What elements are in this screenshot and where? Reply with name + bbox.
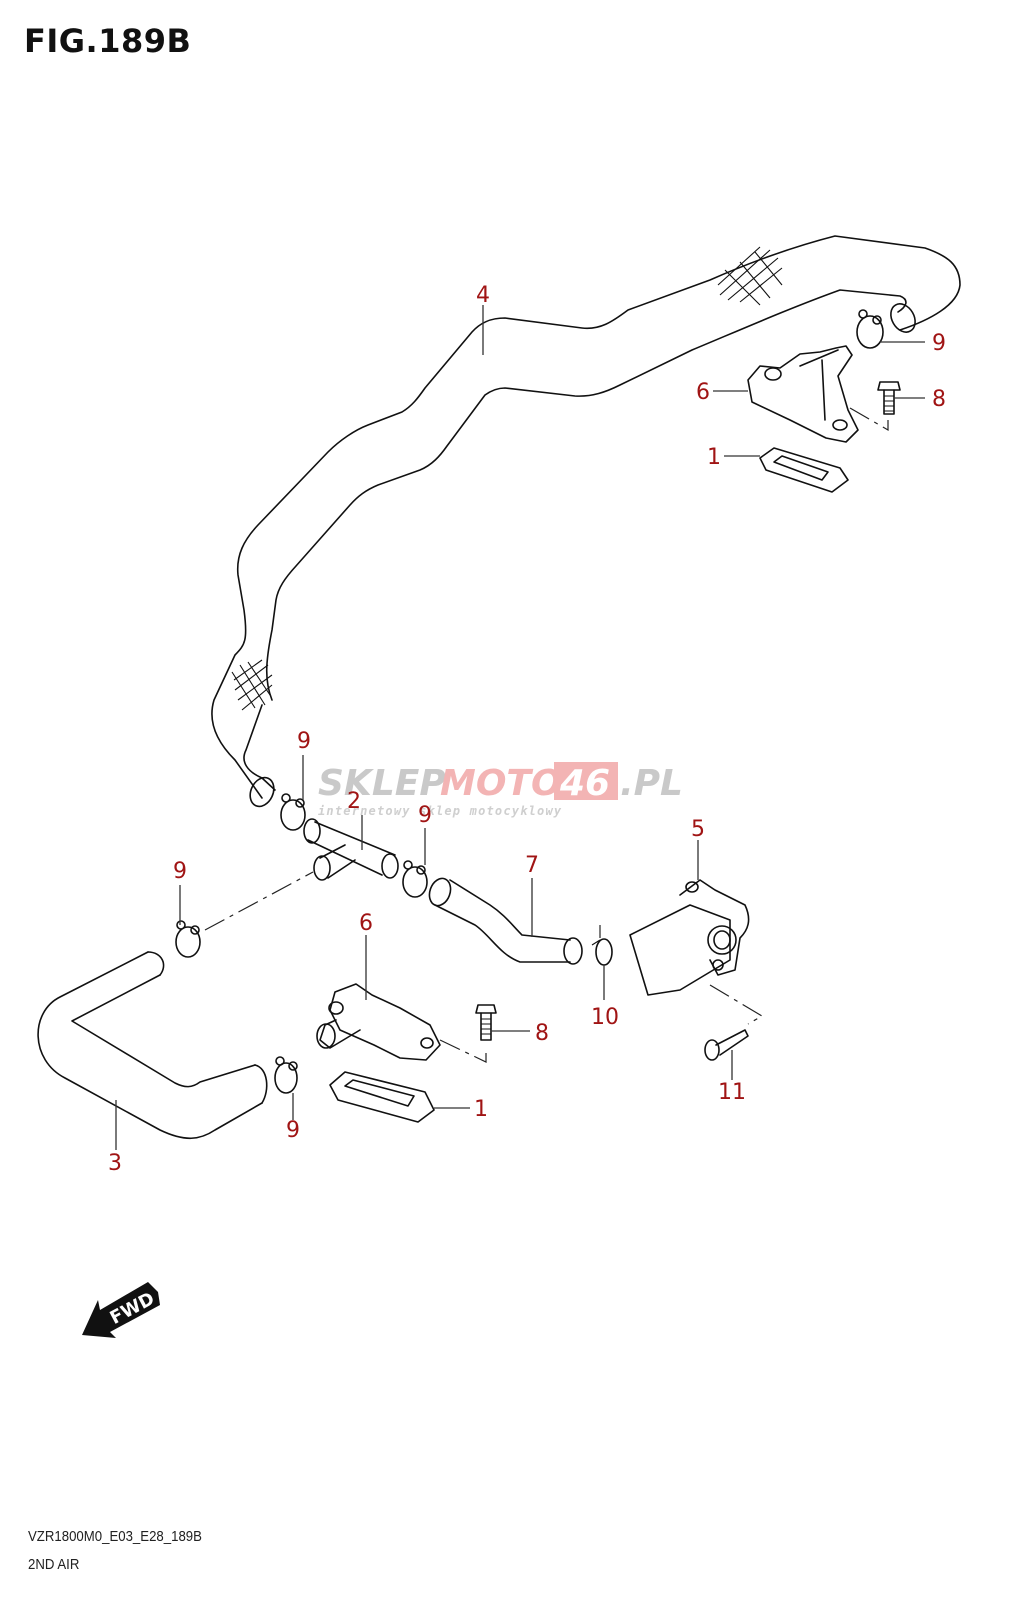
arrow-down-left-icon [82,1282,160,1338]
callout-9[interactable]: 9 [932,331,946,356]
reed-gasket-top[interactable] [724,447,849,493]
bolt-top[interactable] [849,381,925,432]
braid-pattern-upper [717,246,783,306]
callout-labels: 4 9 8 6 1 9 2 9 5 9 7 6 8 10 11 1 9 3 [108,283,946,1176]
callout-6[interactable]: 6 [359,911,373,936]
figure-name: 2ND AIR [28,1556,80,1573]
watermark-brand-red: MOTO [440,763,562,804]
callout-1[interactable]: 1 [707,445,721,470]
clamp-valve[interactable] [591,925,613,1000]
callout-10[interactable]: 10 [591,1005,619,1030]
watermark-tagline: internetowy sklep motocyklowy [318,804,562,818]
figure-title: FIG.189B [24,22,192,60]
callout-8[interactable]: 8 [932,387,946,412]
watermark-brand-grey: SKLEP [318,763,446,804]
callout-9[interactable]: 9 [297,729,311,754]
callout-4[interactable]: 4 [476,283,490,308]
pair-valve[interactable] [629,840,750,996]
fwd-indicator: FWD [82,1282,160,1338]
hose-short[interactable] [426,875,583,965]
braid-pattern-lower [231,659,273,711]
screw[interactable] [704,984,764,1080]
hose-long[interactable] [211,235,961,810]
callout-6[interactable]: 6 [696,380,710,405]
clamp-t-right[interactable] [402,828,428,898]
clamp-top-right[interactable] [856,309,925,349]
reed-cover-top[interactable] [713,345,859,443]
callout-8[interactable]: 8 [535,1021,549,1046]
callout-9[interactable]: 9 [418,803,432,828]
callout-11[interactable]: 11 [718,1080,746,1105]
watermark-suffix: .PL [620,763,683,804]
callout-2[interactable]: 2 [347,789,361,814]
clamp-u-hose[interactable] [274,1056,298,1120]
reed-cover-bottom[interactable] [316,935,441,1061]
callout-7[interactable]: 7 [525,853,539,878]
callout-3[interactable]: 3 [108,1151,122,1176]
callout-9[interactable]: 9 [173,859,187,884]
watermark: SKLEP MOTO 46 .PL internetowy sklep moto… [318,762,683,818]
watermark-number: 46 [559,763,610,804]
figure-code: VZR1800M0_E03_E28_189B [28,1528,202,1545]
reed-gasket-bottom[interactable] [329,1071,470,1123]
bolt-bottom[interactable] [439,1004,530,1063]
callout-5[interactable]: 5 [691,817,705,842]
clamp-lower-left[interactable] [175,871,314,958]
callout-9[interactable]: 9 [286,1118,300,1143]
t-joint[interactable] [303,815,399,881]
hose-u[interactable] [37,951,268,1150]
watermark-number-box [554,762,618,800]
callout-1[interactable]: 1 [474,1097,488,1122]
clamp-left-hose-end[interactable] [280,755,306,831]
